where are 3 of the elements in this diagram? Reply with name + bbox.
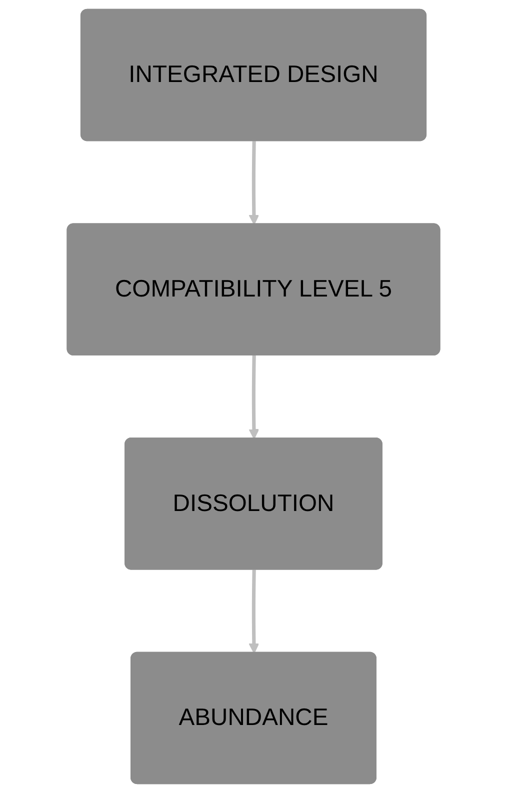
arrow	[248, 141, 260, 225]
arrow	[248, 570, 260, 654]
arrow	[248, 355, 260, 440]
